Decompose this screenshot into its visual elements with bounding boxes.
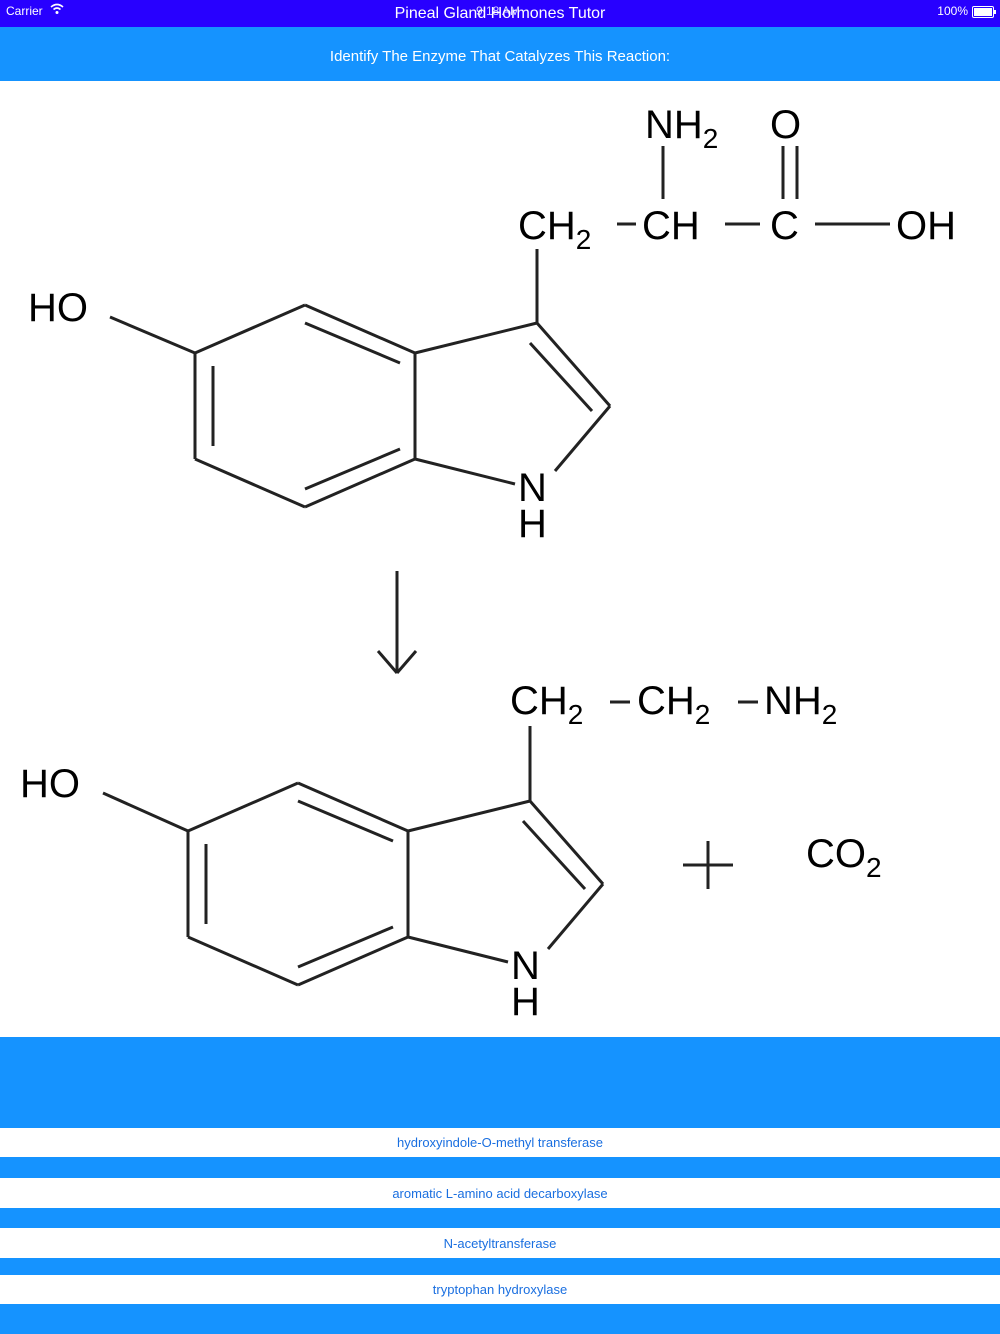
svg-text:NH2: NH2 [645, 103, 718, 154]
answer-separator [0, 1208, 1000, 1228]
battery-icon [972, 6, 996, 18]
svg-text:NH2: NH2 [764, 679, 837, 730]
product-nh2-label: NH [764, 679, 822, 723]
product-h-label: H [511, 980, 540, 1024]
answer-option-1[interactable]: hydroxyindole-O-methyl transferase [0, 1128, 1000, 1157]
product-n-label: N [511, 944, 540, 988]
bottom-band [0, 1304, 1000, 1334]
product-ch2b-label: CH [637, 679, 695, 723]
reactant-oh-label: OH [896, 204, 956, 248]
reactant-o-label: O [770, 103, 801, 147]
answer-option-2-label: aromatic L-amino acid decarboxylase [392, 1185, 608, 1201]
reactant-n-label: N [518, 466, 547, 510]
answer-option-3[interactable]: N-acetyltransferase [0, 1228, 1000, 1258]
product-co2-label: CO [806, 832, 866, 876]
clock: 9:18 AM [476, 4, 521, 18]
question-banner: Identify The Enzyme That Catalyzes This … [0, 27, 1000, 81]
wifi-icon [50, 3, 64, 14]
carrier-label: Carrier [6, 4, 43, 18]
svg-text:CO2: CO2 [806, 832, 882, 883]
reactant-ch2-label: CH [518, 204, 576, 248]
reactant-nh2-subscript: 2 [703, 123, 719, 154]
reaction-diagram: HO CH2 CH C OH NH2 O N H HO CH2 CH2 NH2 … [0, 81, 1000, 1037]
product-ch2a-label: CH [510, 679, 568, 723]
reactant-h-label: H [518, 502, 547, 546]
svg-text:CH2: CH2 [518, 204, 591, 255]
svg-text:CH2: CH2 [637, 679, 710, 730]
question-text: Identify The Enzyme That Catalyzes This … [329, 48, 671, 65]
answer-option-4-label: tryptophan hydroxylase [432, 1282, 568, 1297]
svg-text:CH2: CH2 [510, 679, 583, 730]
answer-option-2[interactable]: aromatic L-amino acid decarboxylase [0, 1178, 1000, 1208]
answer-separator [0, 1258, 1000, 1275]
answer-option-4[interactable]: tryptophan hydroxylase [0, 1275, 1000, 1304]
reactant-nh2-label: NH [645, 103, 703, 147]
product-ch2b-subscript: 2 [695, 699, 711, 730]
answers-header-band [0, 1037, 1000, 1128]
status-bar: Carrier 9:18 AM Pineal Gland Hormones Tu… [0, 0, 1000, 27]
reactant-ho-label: HO [28, 286, 88, 330]
reactant-c-label: C [770, 204, 799, 248]
battery-percent: 100% [937, 4, 968, 18]
product-ho-label: HO [20, 762, 80, 806]
product-co2-subscript: 2 [866, 852, 882, 883]
reactant-ch2-subscript: 2 [576, 224, 592, 255]
product-ch2a-subscript: 2 [568, 699, 584, 730]
app-title: Pineal Gland Hormones Tutor [394, 5, 606, 22]
answer-option-1-label: hydroxyindole-O-methyl transferase [397, 1135, 603, 1150]
answer-separator [0, 1157, 1000, 1178]
reactant-ch-label: CH [642, 204, 700, 248]
product-nh2-subscript: 2 [822, 699, 838, 730]
answer-option-3-label: N-acetyltransferase [443, 1235, 557, 1251]
